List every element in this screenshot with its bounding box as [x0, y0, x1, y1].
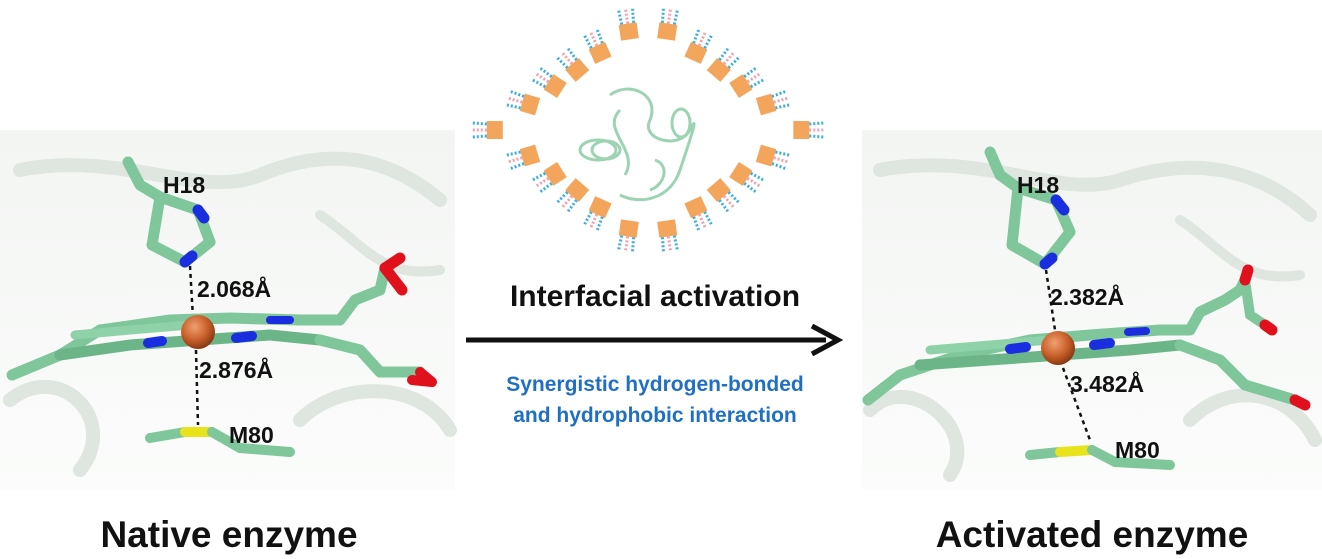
activated-caption: Activated enzyme	[936, 514, 1249, 555]
surfactant-molecule	[556, 178, 589, 212]
surfactant-molecule	[617, 219, 639, 251]
enzyme-ribbon	[580, 89, 694, 200]
surfactant-molecule	[506, 145, 540, 171]
surfactant-molecule	[756, 145, 790, 171]
micelle-illustration	[473, 8, 824, 251]
activated-dist-top: 2.382Å	[1050, 283, 1124, 310]
native-dist-top: 2.068Å	[197, 275, 271, 302]
surfactant-molecule	[707, 47, 740, 81]
activated-his-label: H18	[1017, 172, 1059, 198]
surfactant-molecule	[707, 178, 740, 212]
activated-iron-atom	[1041, 331, 1075, 365]
activated-met-label: M80	[1115, 437, 1160, 463]
surfactant-molecule	[583, 196, 612, 231]
arrow-label: Interfacial activation	[510, 280, 800, 313]
surfactant-molecule	[617, 8, 639, 40]
surfactant-molecule	[729, 162, 764, 193]
surfactant-molecule	[583, 29, 612, 64]
surfactant-molecule	[532, 162, 567, 193]
native-dist-bottom: 2.876Å	[199, 356, 273, 383]
surfactant-molecule	[556, 47, 589, 81]
native-panel: H18 2.068Å 2.876Å M80 Native enzyme	[0, 130, 455, 555]
activated-dist-bottom: 3.482Å	[1070, 370, 1144, 397]
surfactant-molecule	[793, 121, 823, 139]
native-iron-atom	[181, 315, 215, 349]
native-met-label: M80	[229, 422, 274, 448]
arrow-subtitle-line1: Synergistic hydrogen-bonded	[506, 373, 804, 396]
surfactant-molecule	[657, 8, 679, 40]
native-his-label: H18	[163, 172, 205, 198]
surfactant-molecule	[657, 219, 679, 251]
surfactant-molecule	[729, 67, 764, 98]
surfactant-molecule	[684, 29, 713, 64]
native-caption: Native enzyme	[100, 514, 357, 555]
surfactant-molecule	[756, 90, 790, 116]
surfactant-molecule	[684, 196, 713, 231]
surfactant-molecule	[473, 121, 503, 139]
activated-panel: H18 2.382Å 3.482Å M80 Activated enzyme	[862, 130, 1322, 555]
surfactant-molecule	[506, 90, 540, 116]
surfactant-molecule	[532, 67, 567, 98]
arrow-subtitle-line2: and hydrophobic interaction	[513, 404, 797, 427]
